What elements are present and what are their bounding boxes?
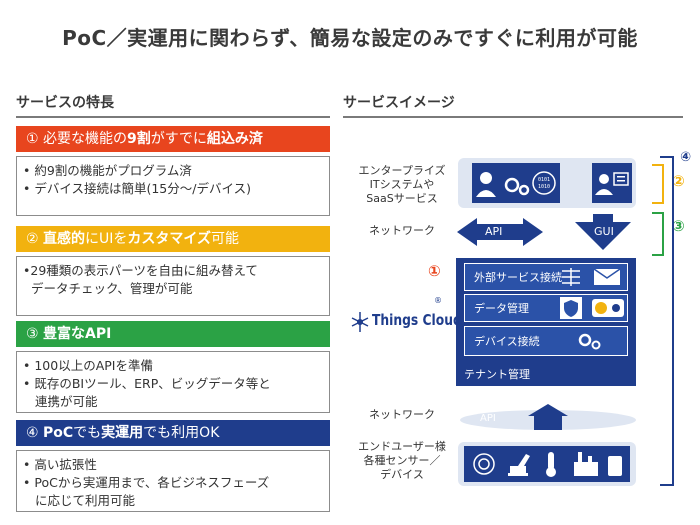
factory-icon xyxy=(574,452,598,476)
bracket-3 xyxy=(652,212,664,256)
service-image-heading-underline xyxy=(343,116,683,118)
service-image-heading: サービスイメージ xyxy=(343,95,455,111)
network-label-bottom: ネットワーク xyxy=(369,408,435,421)
external-service-icons xyxy=(562,268,621,286)
device-connection-label: デバイス接続 xyxy=(474,335,540,348)
network-arrows-top xyxy=(457,214,631,250)
features-heading: サービスの特長 xyxy=(16,95,114,111)
features-heading-underline xyxy=(16,116,330,118)
feature-4-bullet-2-cont: に応じて利用可能 xyxy=(35,493,136,508)
feature-3-bullet-2: • 既存のBIツール、ERP、ビッグデータ等と xyxy=(23,376,271,391)
marker-3: ③ xyxy=(672,217,685,235)
api-double-arrow xyxy=(457,218,543,246)
enterprise-systems-icon-box: 0101 1010 xyxy=(472,163,560,203)
external-service-label: 外部サービス接続 xyxy=(474,271,562,284)
bracket-2 xyxy=(652,164,664,204)
marker-2: ② xyxy=(672,172,685,190)
tenant-management-label: テナント管理 xyxy=(464,368,530,381)
device-gear-icon xyxy=(578,333,601,350)
feature-3-bullet-1: • 100以上のAPIを準備 xyxy=(23,358,153,373)
things-cloud-logo-text: Things Cloud xyxy=(372,311,462,329)
feature-2-header: ② 直感的にUIをカスタマイズ可能 xyxy=(16,226,330,252)
feature-3-header: ③ 豊富なAPI xyxy=(16,321,330,347)
user-card-icon xyxy=(595,172,629,195)
feature-2-bullet-1: •29種類の表示パーツを自由に組み替えて xyxy=(23,263,258,278)
feature-3-body: • 100以上のAPIを準備 • 既存のBIツール、ERP、ビッグデータ等と 連… xyxy=(16,351,330,413)
data-management-label: データ管理 xyxy=(474,302,529,315)
excavator-icon xyxy=(508,454,530,476)
feature-1-bullet-2: • デバイス接続は簡単(15分～/デバイス) xyxy=(23,181,251,196)
device-connection-block xyxy=(464,326,628,356)
feature-3-bullet-2-cont: 連携が可能 xyxy=(35,394,98,409)
thermometer-icon xyxy=(546,452,556,477)
globe-binary-icon: 0101 1010 xyxy=(532,171,556,195)
feature-4-bullet-1: • 高い拡張性 xyxy=(23,457,97,472)
feature-1-bullet-1: • 約9割の機能がプログラム済 xyxy=(23,163,192,178)
registered-mark: ® xyxy=(434,296,442,305)
end-device-panel xyxy=(458,442,636,486)
bracket-4 xyxy=(660,156,674,486)
feature-4-bullet-2: • PoCから実運用まで、各ビジネスフェーズ xyxy=(23,475,270,490)
network-arrow-bottom xyxy=(460,404,636,430)
api-up-arrow xyxy=(528,404,568,430)
tank-icon xyxy=(608,456,622,476)
end-user-label: エンドユーザー様 各種センサー／ デバイス xyxy=(358,440,446,481)
feature-4-body: • 高い拡張性 • PoCから実運用まで、各ビジネスフェーズ に応じて利用可能 xyxy=(16,450,330,512)
data-management-icons xyxy=(560,297,624,319)
feature-2-bullet-1-cont: データチェック、管理が可能 xyxy=(31,281,193,296)
feature-4-header: ④ PoCでも実運用でも利用OK xyxy=(16,420,330,446)
page-title: PoC／実運用に関わらず、簡易な設定のみですぐに利用が可能 xyxy=(62,26,638,50)
connector-icon xyxy=(562,268,580,286)
svg-text:1010: 1010 xyxy=(538,184,550,190)
feature-1-body: • 約9割の機能がプログラム済 • デバイス接続は簡単(15分～/デバイス) xyxy=(16,156,330,216)
network-label-top: ネットワーク xyxy=(369,224,435,237)
operator-icon xyxy=(476,172,496,197)
marker-4: ④ xyxy=(680,150,692,165)
enterprise-label: エンタープライズ ITシステムや SaaSサービス xyxy=(358,164,446,205)
things-cloud-logo-icon xyxy=(351,312,369,332)
api-label-top: API xyxy=(485,225,503,238)
gear-icon xyxy=(504,177,530,196)
robot-vacuum-icon xyxy=(473,453,495,475)
user-card-icon-box xyxy=(592,163,632,203)
marker-1: ① xyxy=(428,262,441,280)
feature-1-header: ① 必要な機能の9割がすでに組込み済 xyxy=(16,126,330,152)
api-label-bottom: API xyxy=(480,413,496,424)
gui-label: GUI xyxy=(594,225,614,238)
feature-2-body: •29種類の表示パーツを自由に組み替えて データチェック、管理が可能 xyxy=(16,256,330,316)
gui-double-arrow xyxy=(575,214,631,250)
svg-text:0101: 0101 xyxy=(538,177,550,183)
